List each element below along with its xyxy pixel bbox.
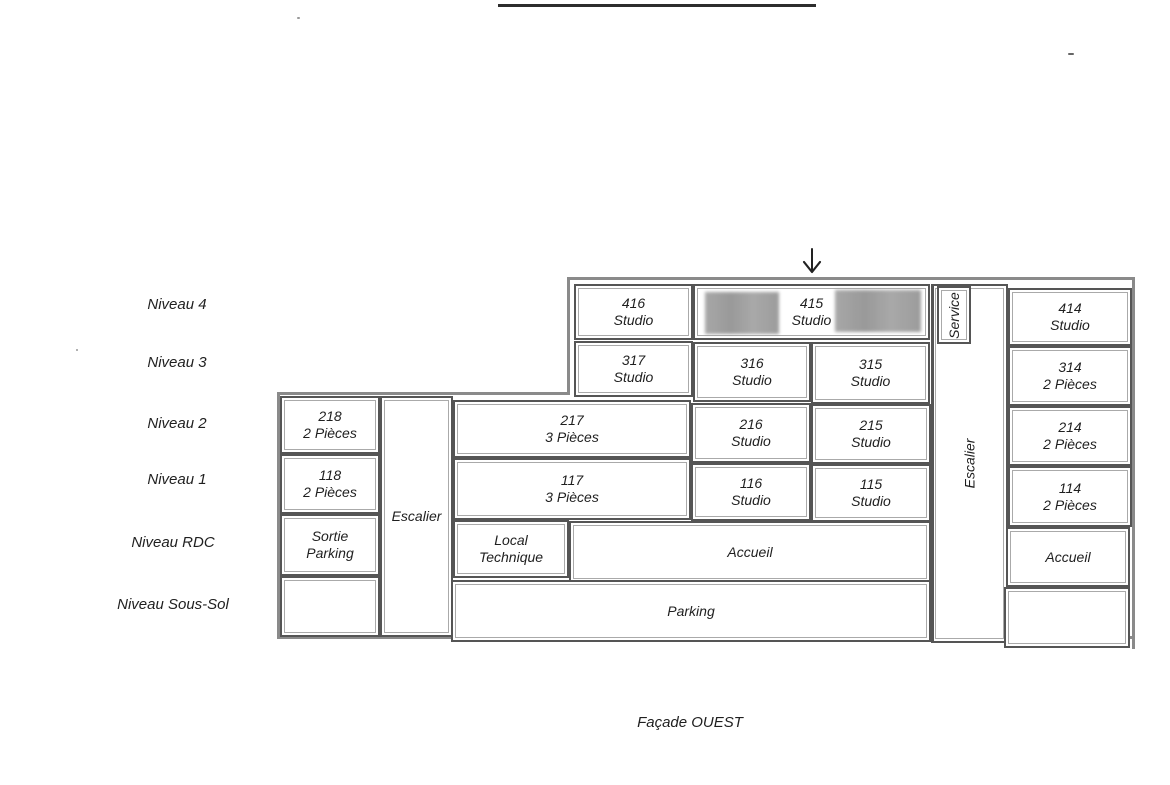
room-type: 2 Pièces bbox=[303, 425, 357, 441]
building-outline bbox=[567, 277, 570, 393]
room-type: Studio bbox=[851, 493, 891, 509]
level-label-3: Niveau 3 bbox=[147, 354, 207, 371]
room-type: 2 Pièces bbox=[1043, 496, 1097, 513]
level-label-2: Niveau 2 bbox=[147, 415, 207, 432]
scan-dot bbox=[1068, 53, 1074, 55]
room-sous-sol-right bbox=[1004, 587, 1130, 648]
room-number: 217 bbox=[560, 412, 584, 428]
room-number: 215 bbox=[859, 417, 883, 433]
accueil-label: Accueil bbox=[1045, 548, 1091, 565]
room-type: Studio bbox=[791, 312, 832, 328]
room-number: 114 bbox=[1058, 479, 1082, 496]
room-type: Studio bbox=[613, 369, 654, 385]
room-type: 3 Pièces bbox=[545, 489, 599, 505]
room-number: 416 bbox=[621, 295, 646, 311]
room-type: Studio bbox=[731, 433, 771, 449]
room-accueil: Accueil bbox=[569, 521, 931, 583]
level-label-1: Niveau 1 bbox=[147, 471, 207, 488]
accueil-label: Accueil bbox=[727, 543, 773, 560]
room-type: 2 Pièces bbox=[1043, 436, 1097, 452]
room-line2: Technique bbox=[478, 549, 544, 565]
room-number: 116 bbox=[739, 475, 763, 491]
escalier-label: Escalier bbox=[961, 438, 978, 489]
room-number: 315 bbox=[858, 356, 883, 372]
facade-caption: Façade OUEST bbox=[637, 714, 743, 731]
building-outline bbox=[277, 392, 280, 638]
room-type: 2 Pièces bbox=[1043, 376, 1097, 392]
redaction-smudge bbox=[705, 292, 779, 334]
room-number: 317 bbox=[621, 352, 646, 368]
parking-label: Parking bbox=[667, 602, 715, 619]
room-type: 3 Pièces bbox=[545, 429, 599, 445]
title-underline bbox=[498, 4, 816, 7]
room-number: 314 bbox=[1058, 359, 1082, 375]
room-service: Service bbox=[937, 286, 971, 344]
escalier-left: Escalier bbox=[380, 396, 453, 637]
room-type: Studio bbox=[732, 372, 772, 388]
room-number: 414 bbox=[1058, 300, 1082, 316]
room-line1: Sortie bbox=[311, 528, 349, 544]
room-type: Studio bbox=[1050, 317, 1090, 333]
escalier-label: Escalier bbox=[391, 508, 442, 524]
building-outline bbox=[567, 277, 1135, 280]
scan-dot bbox=[297, 17, 300, 19]
room-line1: Local bbox=[494, 532, 528, 548]
room-type: Studio bbox=[850, 373, 891, 389]
room-number: 415 bbox=[799, 295, 824, 311]
level-label-rdc: Niveau RDC bbox=[131, 534, 215, 551]
room-line2: Parking bbox=[306, 545, 354, 561]
room-number: 216 bbox=[739, 416, 763, 432]
room-number: 214 bbox=[1058, 419, 1082, 435]
room-type: Studio bbox=[851, 434, 891, 450]
level-label-sous-sol: Niveau Sous-Sol bbox=[117, 596, 229, 613]
room-type: Studio bbox=[613, 312, 654, 328]
redaction-smudge bbox=[835, 290, 921, 332]
room-type: Studio bbox=[731, 492, 771, 508]
room-number: 115 bbox=[859, 476, 883, 492]
room-sous-sol-left bbox=[280, 576, 380, 637]
room-number: 118 bbox=[318, 467, 342, 483]
room-number: 316 bbox=[740, 355, 764, 371]
room-number: 218 bbox=[318, 408, 342, 424]
building-outline bbox=[277, 392, 570, 395]
room-accueil-right: Accueil bbox=[1006, 527, 1130, 587]
building-outline bbox=[1132, 277, 1135, 649]
room-number: 117 bbox=[560, 472, 584, 488]
scan-dot bbox=[76, 349, 78, 351]
down-arrow-icon bbox=[802, 248, 822, 274]
level-label-4: Niveau 4 bbox=[147, 296, 207, 313]
service-label: Service bbox=[945, 291, 962, 339]
room-parking: Parking bbox=[451, 580, 931, 642]
room-type: 2 Pièces bbox=[303, 484, 357, 500]
